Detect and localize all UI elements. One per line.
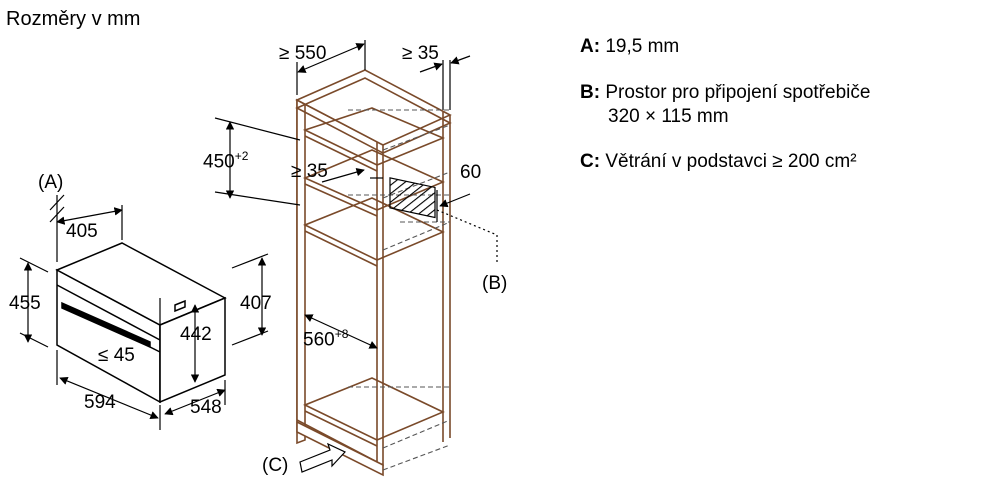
- dim-450-tolerance: +2: [234, 149, 249, 163]
- dim-560-value: 560: [303, 329, 335, 351]
- callout-b: (B): [482, 273, 508, 294]
- legend-a: A: 19,5 mm: [580, 35, 870, 59]
- legend-b-text2: 320 × 115 mm: [608, 105, 729, 127]
- dim-le45: ≤ 45: [98, 345, 135, 366]
- cabinet-dimension-lines: [214, 40, 498, 473]
- callout-c: (C): [262, 455, 289, 476]
- legend-b-text1: Prostor pro připojení spotřebiče: [605, 81, 871, 103]
- dim-455: 455: [9, 293, 41, 314]
- dim-442: 442: [180, 324, 212, 345]
- dim-594: 594: [84, 392, 116, 413]
- legend-a-key: A:: [580, 36, 601, 57]
- appliance-dimension-lines: [19, 194, 269, 430]
- dim-ge550: ≥ 550: [279, 43, 327, 64]
- dim-450-value: 450: [203, 151, 235, 173]
- legend-b-line2: 320 × 115 mm: [580, 105, 870, 129]
- dim-ge35-mid: ≥ 35: [291, 161, 328, 182]
- legend-a-text: 19,5 mm: [605, 36, 680, 57]
- dim-405: 405: [66, 221, 98, 242]
- dim-548: 548: [190, 397, 222, 418]
- callout-a: (A): [38, 172, 64, 193]
- appliance-drawing: [55, 242, 227, 404]
- dim-ge35-top: ≥ 35: [402, 43, 439, 64]
- dim-407: 407: [240, 293, 272, 314]
- legend-b-key: B:: [580, 81, 601, 103]
- dim-560: 560+8: [303, 328, 348, 349]
- legend-b: B: Prostor pro připojení spotřebiče: [580, 81, 870, 105]
- legend-c: C: Větrání v podstavci ≥ 200 cm²: [580, 150, 870, 174]
- cabinet-drawing: [295, 69, 452, 477]
- page-title: Rozměry v mm: [6, 8, 141, 30]
- dim-560-tolerance: +8: [334, 327, 349, 341]
- dim-60: 60: [460, 162, 482, 183]
- connection-area: [389, 177, 436, 219]
- legend: A: 19,5 mm B: Prostor pro připojení spot…: [580, 35, 870, 174]
- legend-c-text: Větrání v podstavci ≥ 200 cm²: [605, 151, 857, 173]
- dim-450: 450+2: [203, 150, 248, 171]
- legend-c-key: C:: [580, 151, 601, 173]
